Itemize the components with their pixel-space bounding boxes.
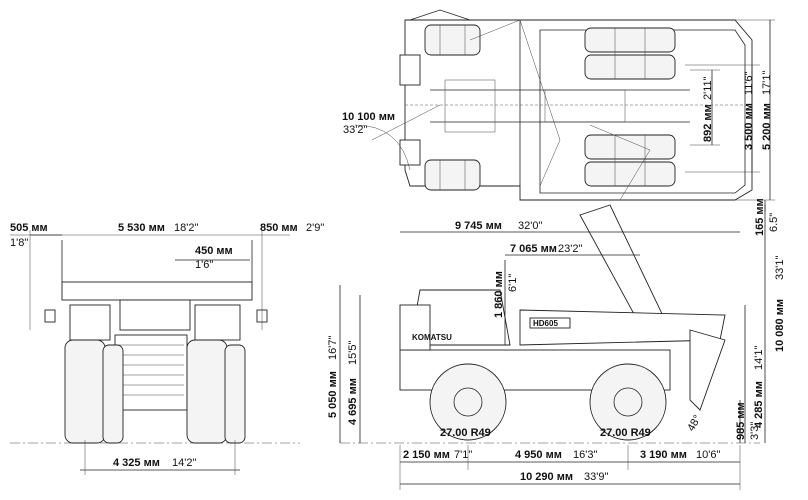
mirror-overhang-right-metric: 850 мм xyxy=(260,222,298,234)
tyre-rear-size: 27.00 R49 xyxy=(600,427,651,439)
top-view xyxy=(354,9,775,201)
handrail-offset-metric: 450 мм xyxy=(195,245,233,257)
overall-length-metric: 10 290 мм xyxy=(520,471,573,483)
ground-clearance-imperial: 6.5" xyxy=(768,213,780,232)
raised-body-reach-metric: 7 065 мм xyxy=(510,243,557,255)
front-track-metric: 4 325 мм xyxy=(113,457,160,469)
overall-length-imperial: 33'9" xyxy=(584,471,608,483)
dump-clearance-imperial: 3'3" xyxy=(749,422,761,440)
body-width-imperial: 18'2" xyxy=(174,222,198,234)
raised-height-metric: 10 080 мм xyxy=(774,299,786,352)
brand-logo: KOMATSU xyxy=(412,333,452,342)
overall-width-top-metric: 5 200 мм xyxy=(761,103,773,150)
raised-body-reach-imperial: 23'2" xyxy=(558,243,582,255)
raised-height-imperial: 33'1" xyxy=(774,256,786,280)
wheelbase-metric: 4 950 мм xyxy=(515,449,562,461)
side-view xyxy=(339,200,766,490)
dump-angle: 48° xyxy=(685,413,704,433)
rear-track-imperial: 11'6" xyxy=(743,71,755,95)
rear-overhang-imperial: 10'6" xyxy=(696,449,720,461)
cab-height-imperial: 15'5" xyxy=(347,341,359,365)
front-track-imperial: 14'2" xyxy=(172,457,196,469)
body-above-cab-metric: 1 860 мм xyxy=(493,271,505,318)
front-view xyxy=(10,230,300,475)
wheelbase-imperial: 16'3" xyxy=(573,449,597,461)
rear-track-inner-imperial: 2'11" xyxy=(702,76,714,100)
handrail-offset-imperial: 1'6" xyxy=(195,259,213,271)
body-length-imperial: 32'0" xyxy=(518,220,542,232)
turning-radius-imperial: 33'2" xyxy=(343,124,367,136)
loading-height-metric: 4 285 мм xyxy=(753,381,765,428)
front-overhang-metric: 2 150 мм xyxy=(403,449,450,461)
canopy-height-imperial: 16'7" xyxy=(327,336,339,360)
front-overhang-imperial: 7'1" xyxy=(454,449,472,461)
mirror-overhang-right-imperial: 2'9" xyxy=(306,222,324,234)
cab-height-metric: 4 695 мм xyxy=(347,378,359,425)
rear-track-inner-metric: 892 мм xyxy=(702,104,714,142)
rear-track-metric: 3 500 мм xyxy=(743,103,755,150)
overall-width-top-imperial: 17'1" xyxy=(761,71,773,95)
body-length-metric: 9 745 мм xyxy=(455,220,502,232)
tyre-front-size: 27.00 R49 xyxy=(440,427,491,439)
ground-clearance-metric: 165 мм xyxy=(754,198,766,236)
rear-overhang-metric: 3 190 мм xyxy=(640,449,687,461)
canopy-height-metric: 5 050 мм xyxy=(327,371,339,418)
loading-height-imperial: 14'1" xyxy=(753,346,765,370)
body-above-cab-imperial: 6'1" xyxy=(507,274,519,292)
turning-radius-metric: 10 100 мм xyxy=(342,111,395,123)
model-badge: HD605 xyxy=(533,319,558,328)
body-width-metric: 5 530 мм xyxy=(118,222,165,234)
mirror-overhang-left-metric: 505 мм xyxy=(10,222,48,234)
mirror-overhang-left-imperial: 1'8" xyxy=(10,237,28,249)
dump-clearance-metric: 985 мм xyxy=(735,402,747,440)
